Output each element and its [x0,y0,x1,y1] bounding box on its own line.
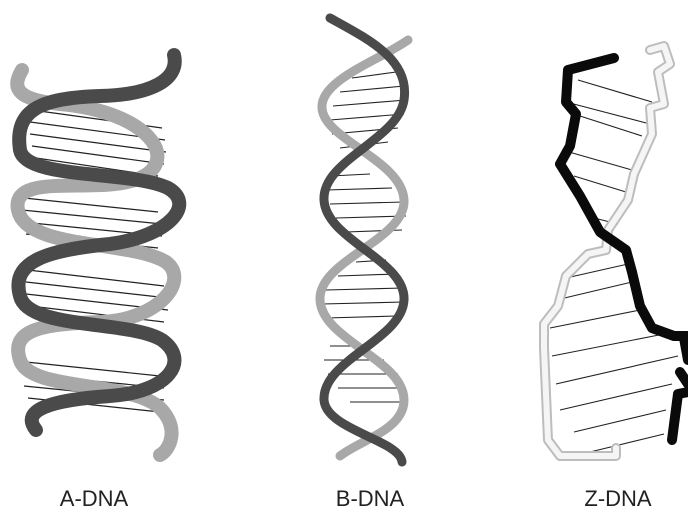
a-dna-helix-icon [17,55,179,455]
b-dna-helix-icon [320,18,408,462]
z-dna-dark-strand [560,58,688,440]
z-dna-label: Z-DNA [538,486,688,512]
b-dna-label: B-DNA [290,486,450,512]
z-dna-dark-strand-tail [680,338,688,384]
a-dna-label: A-DNA [14,486,174,512]
z-dna-helix-icon [544,46,688,456]
z-dna-light-strand [544,46,670,456]
